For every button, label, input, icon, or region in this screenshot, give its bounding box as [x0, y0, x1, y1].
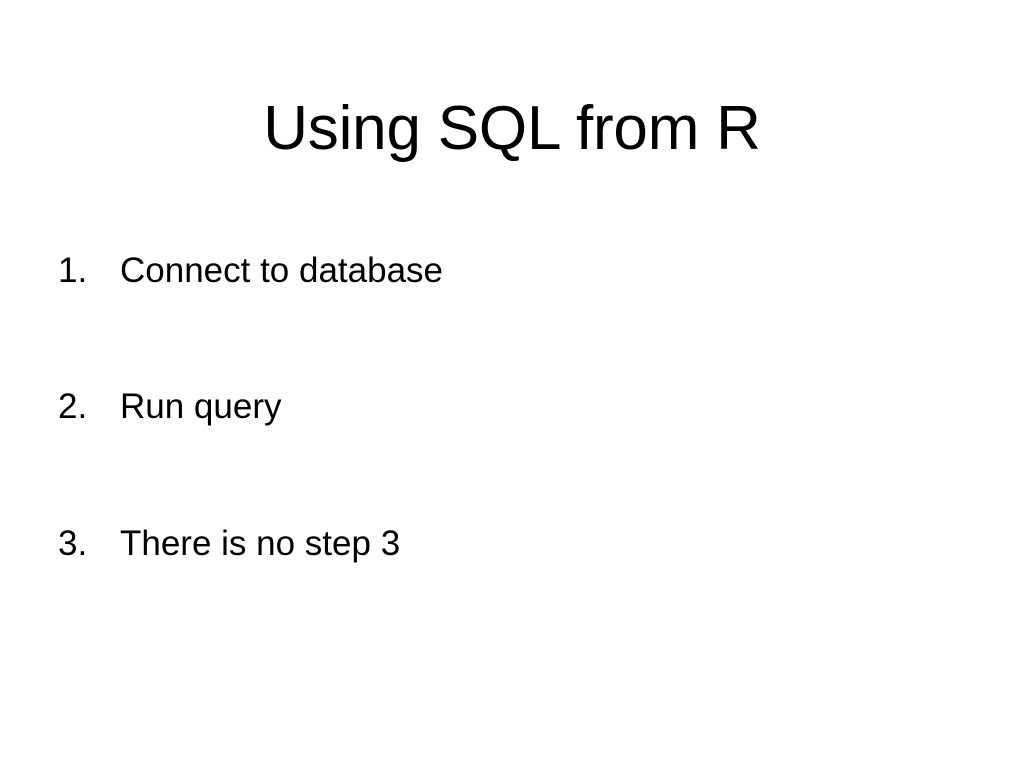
numbered-list: 1. Connect to database 2. Run query 3. T…	[58, 250, 964, 564]
list-item: 1. Connect to database	[58, 250, 964, 291]
list-item-label: Run query	[120, 387, 282, 427]
slide-body: 1. Connect to database 2. Run query 3. T…	[58, 250, 964, 564]
list-item-number: 3.	[58, 523, 88, 563]
list-item: 2. Run query	[58, 386, 964, 427]
list-item-label: Connect to database	[120, 251, 444, 290]
list-item: 3. There is no step 3	[58, 523, 964, 564]
list-item-number: 2.	[58, 387, 88, 427]
page-title: Using SQL from R	[263, 93, 761, 163]
list-item-number: 1.	[58, 251, 88, 290]
list-item-label: There is no step 3	[120, 523, 401, 563]
